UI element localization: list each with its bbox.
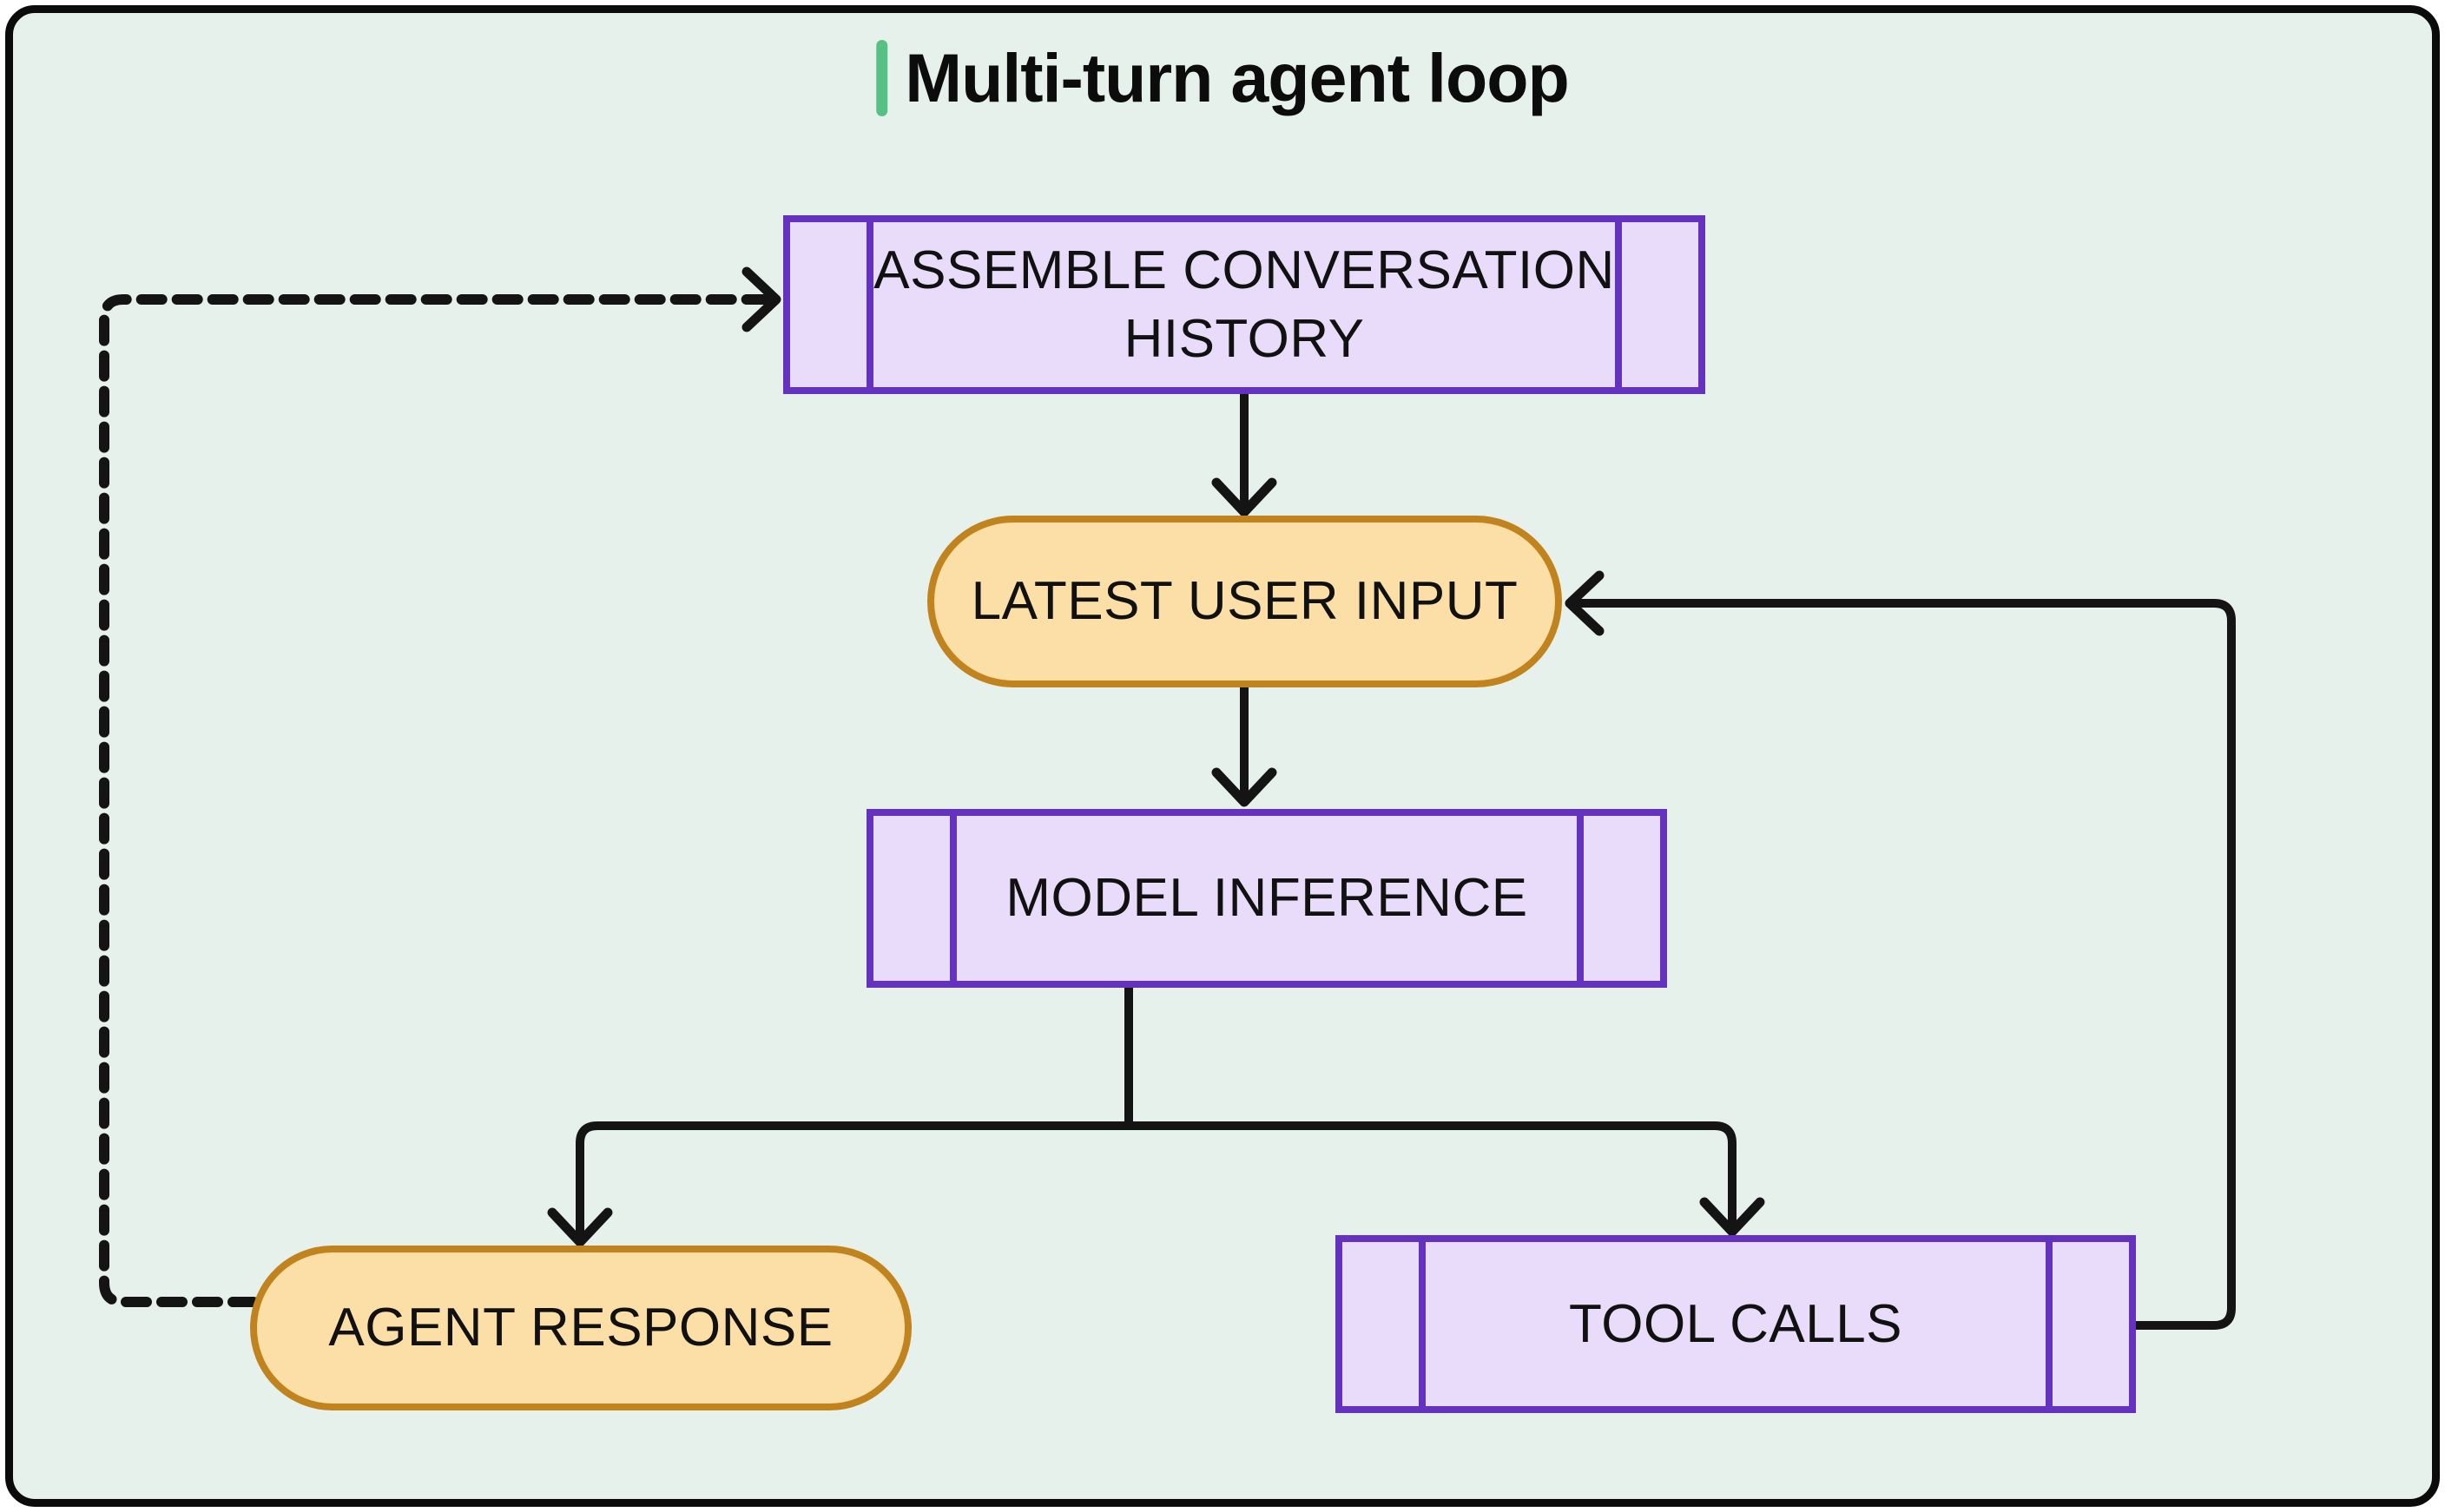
node-label: ASSEMBLE CONVERSATION HISTORY (873, 240, 1615, 369)
node-label: LATEST USER INPUT (971, 571, 1519, 632)
subroutine-left-bar (867, 222, 873, 387)
node-label: AGENT RESPONSE (328, 1298, 834, 1358)
arrowhead-down-icon (1211, 767, 1277, 807)
node-label: TOOL CALLS (1568, 1293, 1903, 1354)
edge-model-branch (547, 982, 1765, 1247)
subroutine-left-bar (1419, 1242, 1426, 1406)
diagram-header: Multi-turn agent loop (876, 38, 1570, 118)
subroutine-right-bar (2046, 1242, 2053, 1406)
arrowhead-right-icon (741, 266, 781, 332)
arrowhead-left-icon (1565, 570, 1605, 636)
title-accent-bar (876, 40, 888, 116)
edge-assemble-to-latest (1211, 388, 1277, 517)
node-assemble-conversation-history: ASSEMBLE CONVERSATION HISTORY (783, 215, 1705, 394)
node-agent-response: AGENT RESPONSE (250, 1246, 912, 1410)
node-tool-calls: TOOL CALLS (1335, 1235, 2136, 1413)
node-model-inference: MODEL INFERENCE (867, 809, 1667, 988)
subroutine-left-bar (950, 816, 957, 981)
node-label: MODEL INFERENCE (1005, 868, 1528, 929)
diagram-title: Multi-turn agent loop (905, 39, 1569, 116)
subroutine-right-bar (1615, 222, 1622, 387)
edge-tools-to-latest (1565, 570, 2236, 1330)
subroutine-right-bar (1577, 816, 1584, 981)
edge-agent-to-assemble (99, 266, 781, 1307)
edge-latest-to-model (1211, 681, 1277, 807)
arrowhead-down-icon (1699, 1197, 1765, 1237)
node-latest-user-input: LATEST USER INPUT (927, 516, 1562, 687)
arrowhead-down-icon (547, 1207, 613, 1247)
arrowhead-down-icon (1211, 477, 1277, 517)
